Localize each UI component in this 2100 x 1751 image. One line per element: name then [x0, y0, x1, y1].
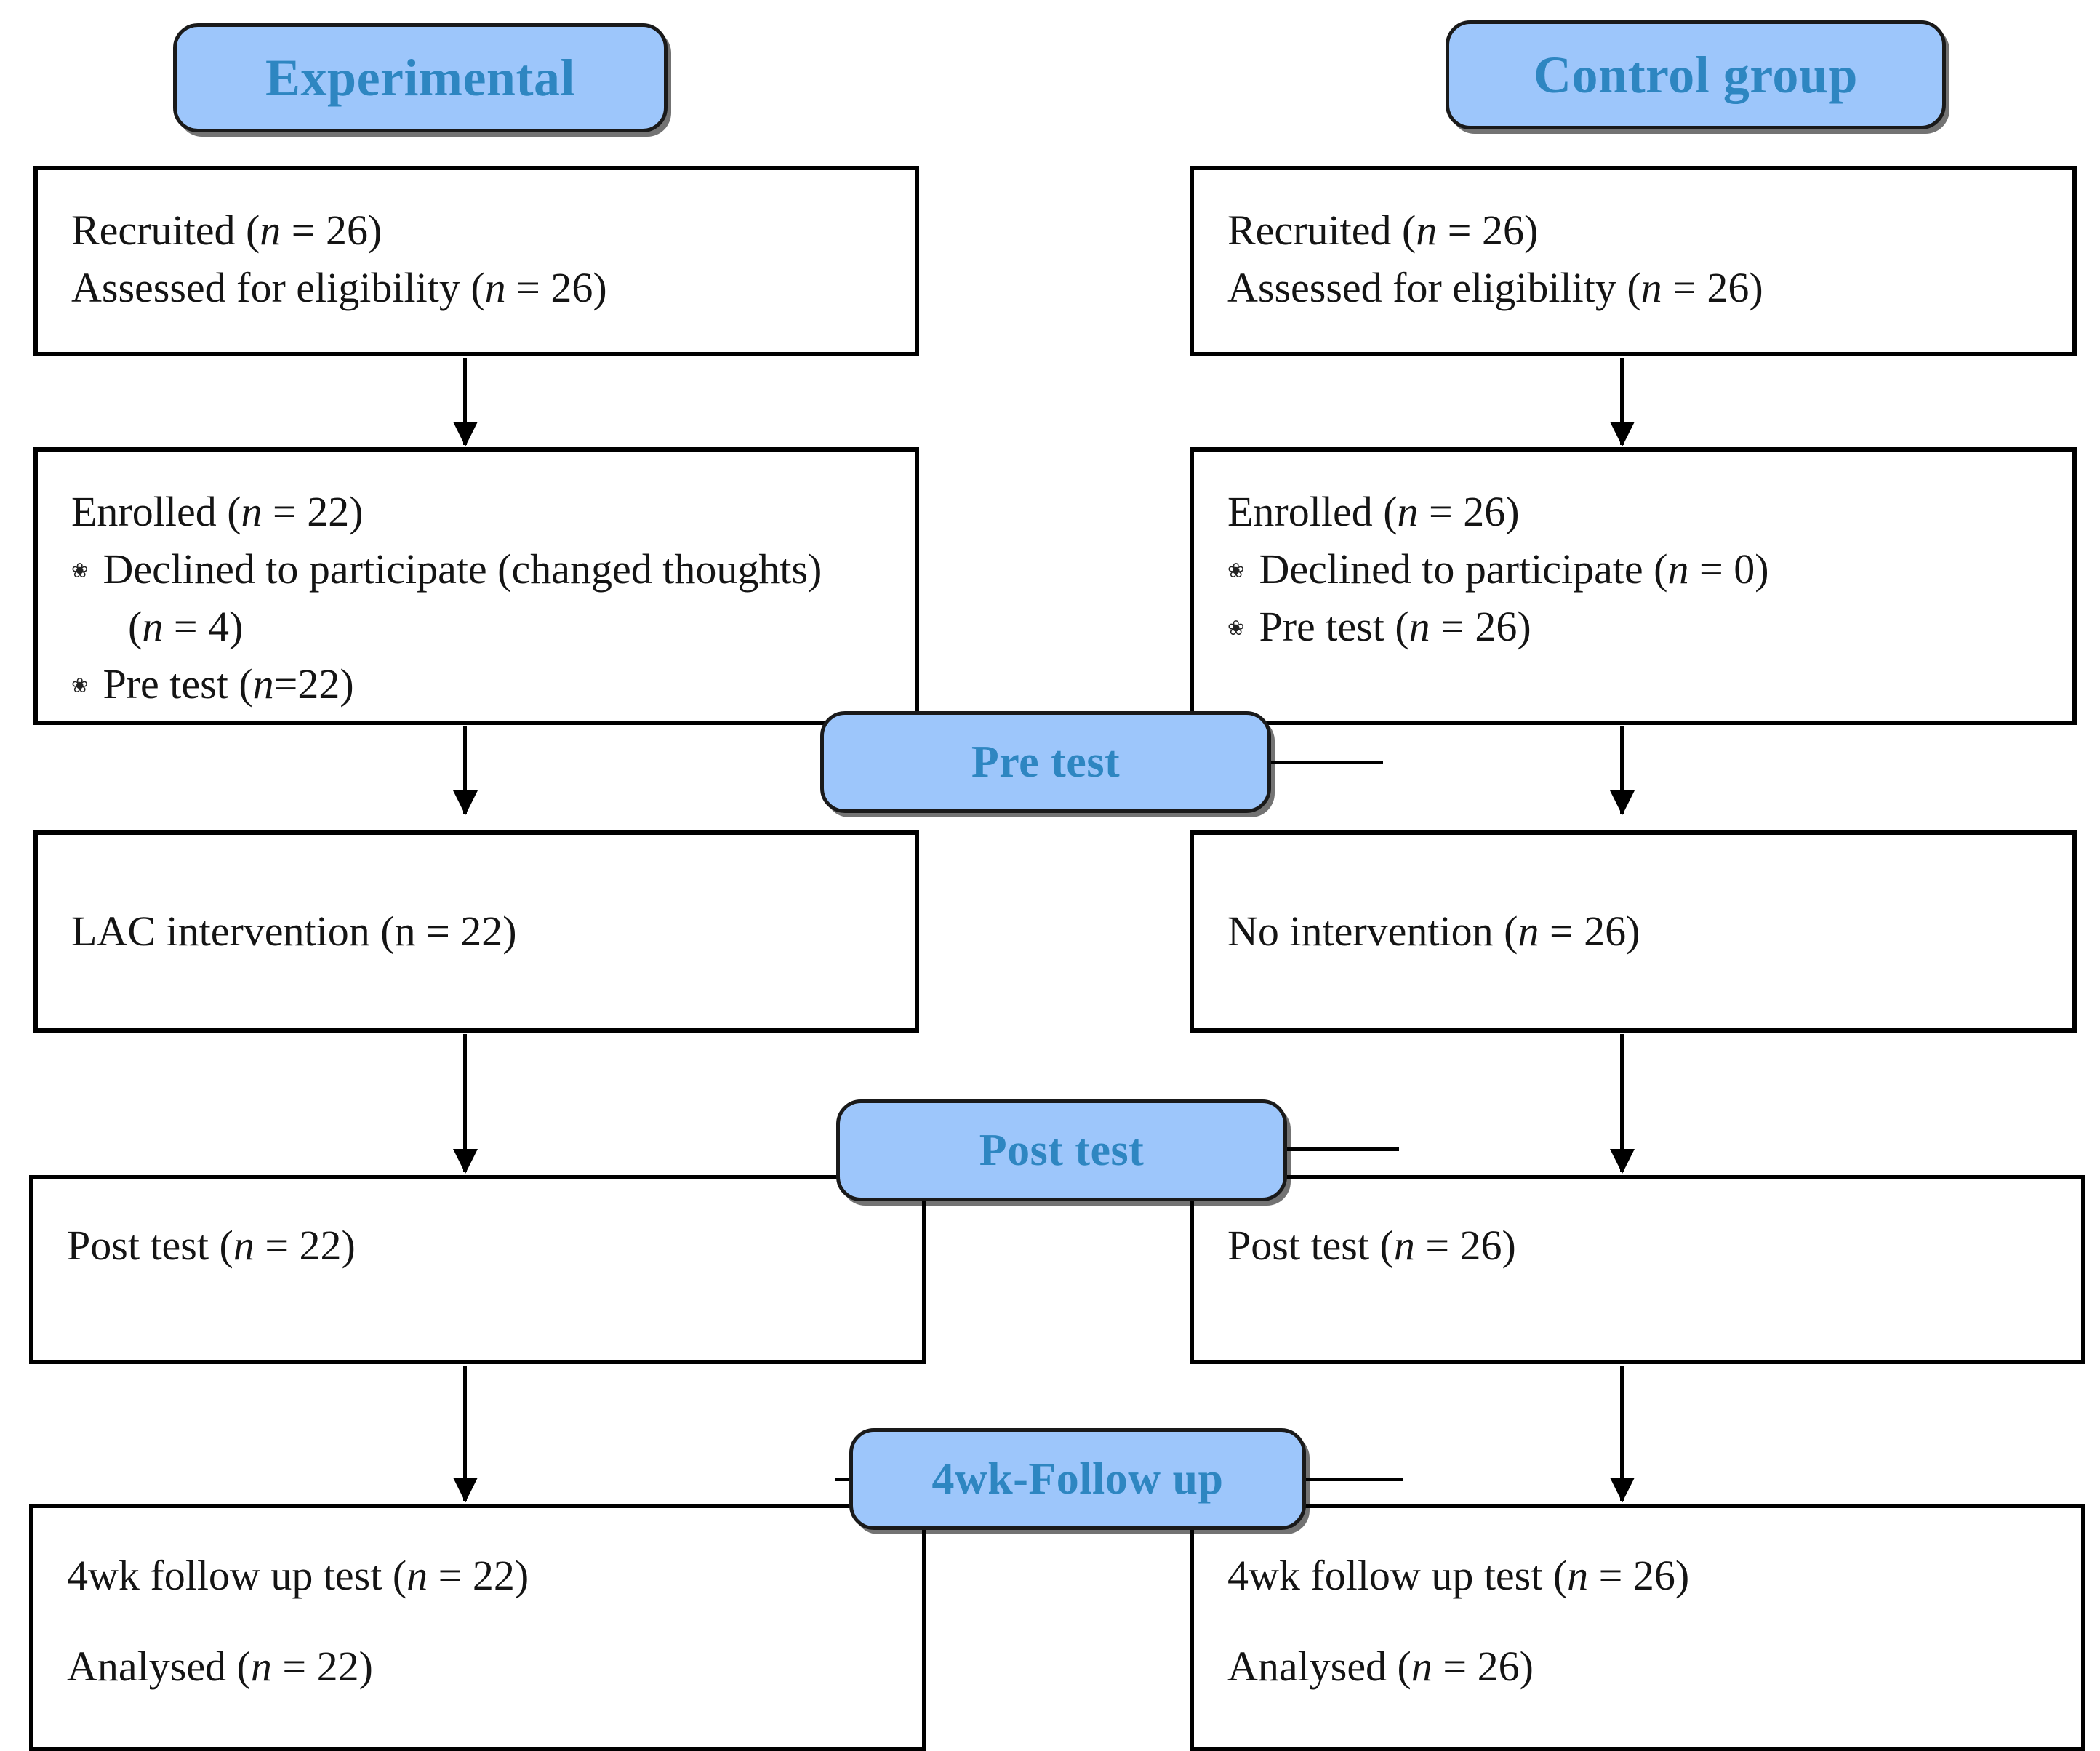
- box-control-recruitment: Recruited (n = 26) Assessed for eligibil…: [1190, 166, 2077, 356]
- box-line: 4wk follow up test (n = 22): [67, 1552, 529, 1599]
- column-header-control-label: Control group: [1534, 45, 1858, 104]
- box-line: Post test (n = 26): [1227, 1222, 1516, 1269]
- box-line: Analysed (n = 22): [67, 1642, 373, 1690]
- box-line: Enrolled (n = 22): [71, 488, 364, 535]
- stage-label-follow-up-text: 4wk-Follow up: [931, 1454, 1224, 1504]
- box-control-intervention: No intervention (n = 26): [1190, 830, 2077, 1033]
- box-control-followup: 4wk follow up test (n = 26) Analysed (n …: [1190, 1504, 2085, 1751]
- connector-follow-up-left: [835, 1478, 852, 1481]
- column-header-experimental: Experimental: [173, 23, 668, 132]
- stage-label-follow-up: 4wk-Follow up: [849, 1428, 1306, 1530]
- stage-label-post-test-text: Post test: [979, 1125, 1145, 1175]
- column-header-experimental-label: Experimental: [265, 48, 575, 107]
- stage-label-pre-test-text: Pre test: [971, 737, 1121, 787]
- box-line: LAC intervention (n = 22): [71, 907, 517, 955]
- box-line: No intervention (n = 26): [1227, 907, 1640, 955]
- box-line: Assessed for eligibility (n = 26): [1227, 263, 1763, 311]
- arrow-control-intervention-to-posttest: [1620, 1034, 1624, 1172]
- arrow-experimental-enrollment-to-intervention: [463, 726, 467, 814]
- box-bullet-line: ❀ Pre test (n=22): [71, 660, 354, 708]
- connector-follow-up-right: [1302, 1478, 1403, 1481]
- box-bullet-line: ❀ Pre test (n = 26): [1227, 602, 1531, 650]
- box-line: 4wk follow up test (n = 26): [1227, 1552, 1690, 1599]
- box-experimental-posttest: Post test (n = 22): [29, 1175, 926, 1364]
- arrow-experimental-posttest-to-followup: [463, 1366, 467, 1501]
- bullet-icon: ❀: [1227, 615, 1245, 640]
- box-line: Recruited (n = 26): [1227, 207, 1539, 254]
- arrow-control-enrollment-to-intervention: [1620, 726, 1624, 814]
- arrow-control-posttest-to-followup: [1620, 1366, 1624, 1501]
- box-bullet-line: ❀ Declined to participate (n = 0): [1227, 545, 1769, 593]
- connector-post-test-right: [1281, 1147, 1399, 1151]
- stage-label-post-test: Post test: [836, 1099, 1287, 1201]
- arrow-experimental-recruitment-to-enrollment: [463, 358, 467, 445]
- box-experimental-recruitment: Recruited (n = 26) Assessed for eligibil…: [33, 166, 919, 356]
- arrow-experimental-intervention-to-posttest: [463, 1034, 467, 1172]
- bullet-icon: ❀: [1227, 558, 1245, 582]
- connector-pre-test-right: [1265, 761, 1383, 764]
- box-control-enrollment: Enrolled (n = 26) ❀ Declined to particip…: [1190, 447, 2077, 725]
- bullet-icon: ❀: [71, 673, 89, 697]
- box-bullet-line: ❀ Declined to participate (changed thoug…: [71, 545, 822, 593]
- box-experimental-followup: 4wk follow up test (n = 22) Analysed (n …: [29, 1504, 926, 1751]
- box-experimental-enrollment: Enrolled (n = 22) ❀ Declined to particip…: [33, 447, 919, 725]
- box-experimental-intervention: LAC intervention (n = 22): [33, 830, 919, 1033]
- box-line: Analysed (n = 26): [1227, 1642, 1534, 1690]
- stage-label-pre-test: Pre test: [820, 711, 1271, 813]
- box-line: Enrolled (n = 26): [1227, 488, 1520, 535]
- box-line: (n = 4): [128, 602, 244, 650]
- arrow-control-recruitment-to-enrollment: [1620, 358, 1624, 445]
- box-line: Recruited (n = 26): [71, 207, 382, 254]
- column-header-control: Control group: [1446, 20, 1946, 129]
- box-line: Post test (n = 22): [67, 1222, 356, 1269]
- bullet-icon: ❀: [71, 558, 89, 582]
- box-line: Assessed for eligibility (n = 26): [71, 263, 607, 311]
- box-control-posttest: Post test (n = 26): [1190, 1175, 2085, 1364]
